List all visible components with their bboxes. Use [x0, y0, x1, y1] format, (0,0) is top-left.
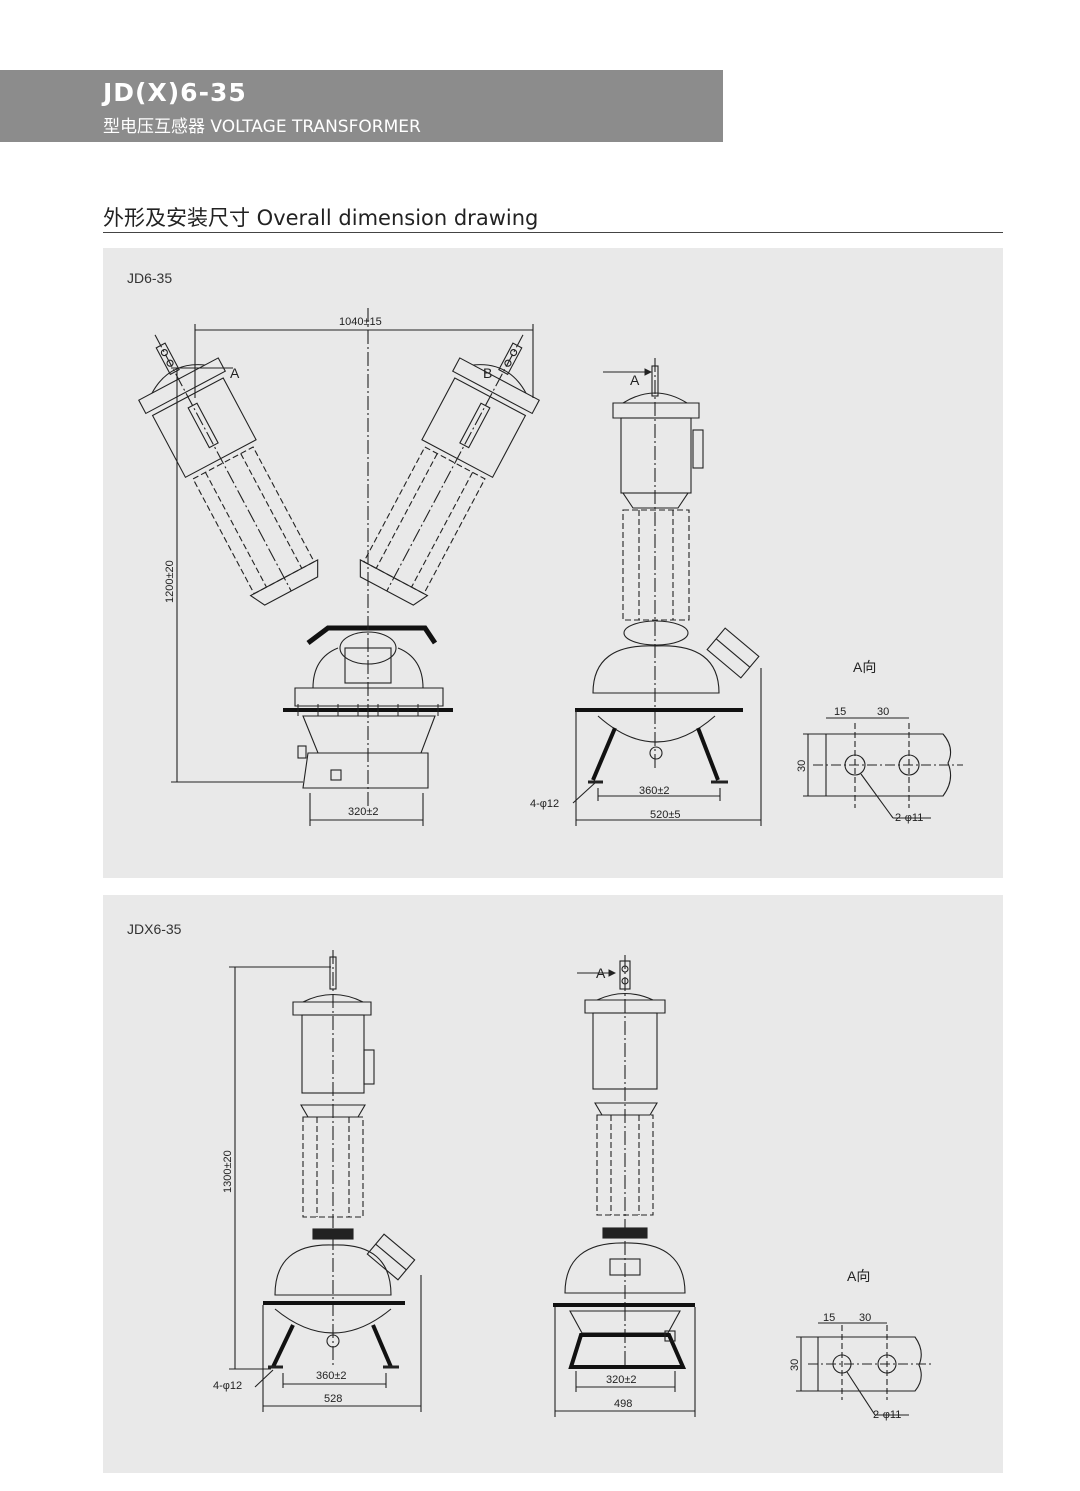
drawing-panel-jdx6-35: JDX6-35: [103, 895, 1003, 1473]
jd6-side-view: [572, 358, 762, 826]
section-divider: [103, 232, 1003, 233]
header-bar: [0, 70, 723, 142]
jdx6-terminal-detail: [796, 1322, 933, 1416]
detail-title: A向: [847, 1268, 870, 1284]
jdx6-front-view: [229, 950, 422, 1412]
detail-dim-30-vertical: 30: [789, 1359, 801, 1371]
jd6-front-view: [138, 308, 540, 826]
section-title: 外形及安装尺寸 Overall dimension drawing: [103, 206, 539, 230]
base-dimension: 320±2: [606, 1374, 637, 1386]
detail-dim-15: 15: [834, 706, 846, 718]
panel-label: JD6-35: [127, 270, 173, 286]
base-width-dimension: 528: [324, 1393, 342, 1405]
detail-title: A向: [853, 659, 876, 675]
detail-holes-label: 2-φ11: [873, 1409, 901, 1421]
terminal-b-label: B: [483, 365, 492, 381]
detail-dim-30-horizontal: 30: [877, 706, 889, 718]
terminal-a-label: A: [230, 365, 240, 381]
model-subtitle: 型电压互感器 VOLTAGE TRANSFORMER: [103, 117, 421, 137]
hole-spacing-dimension: 360±2: [639, 785, 670, 797]
jdx6-35-drawing: 1300±20 4-φ12 360±2 528 A 320±2 498 A向 1…: [213, 950, 933, 1421]
view-arrow-label: A: [630, 372, 640, 388]
width-dimension: 1040±15: [339, 316, 382, 328]
overall-width-dimension: 498: [614, 1398, 632, 1410]
base-dimension: 320±2: [348, 806, 379, 818]
base-width-dimension: 520±5: [650, 809, 681, 821]
jd6-terminal-detail: [803, 717, 963, 819]
jd6-35-drawing: A B 1040±15 1200±20 320±2 A 4-φ12 360±2 …: [138, 308, 963, 826]
detail-dim-30-horizontal: 30: [859, 1312, 871, 1324]
mount-holes-label: 4-φ12: [213, 1380, 242, 1392]
jdx6-side-view: [553, 955, 696, 1417]
model-title: JD(X)6-35: [103, 78, 247, 107]
hole-spacing-dimension: 360±2: [316, 1370, 347, 1382]
height-dimension: 1300±20: [222, 1150, 234, 1193]
detail-dim-30-vertical: 30: [796, 760, 808, 772]
view-arrow-label: A: [596, 965, 606, 981]
detail-holes-label: 2-φ11: [895, 812, 923, 824]
drawing-panel-jd6-35: JD6-35: [103, 248, 1003, 878]
mount-holes-label: 4-φ12: [530, 798, 559, 810]
panel-label: JDX6-35: [127, 921, 182, 937]
detail-dim-15: 15: [823, 1312, 835, 1324]
height-dimension: 1200±20: [164, 560, 176, 603]
